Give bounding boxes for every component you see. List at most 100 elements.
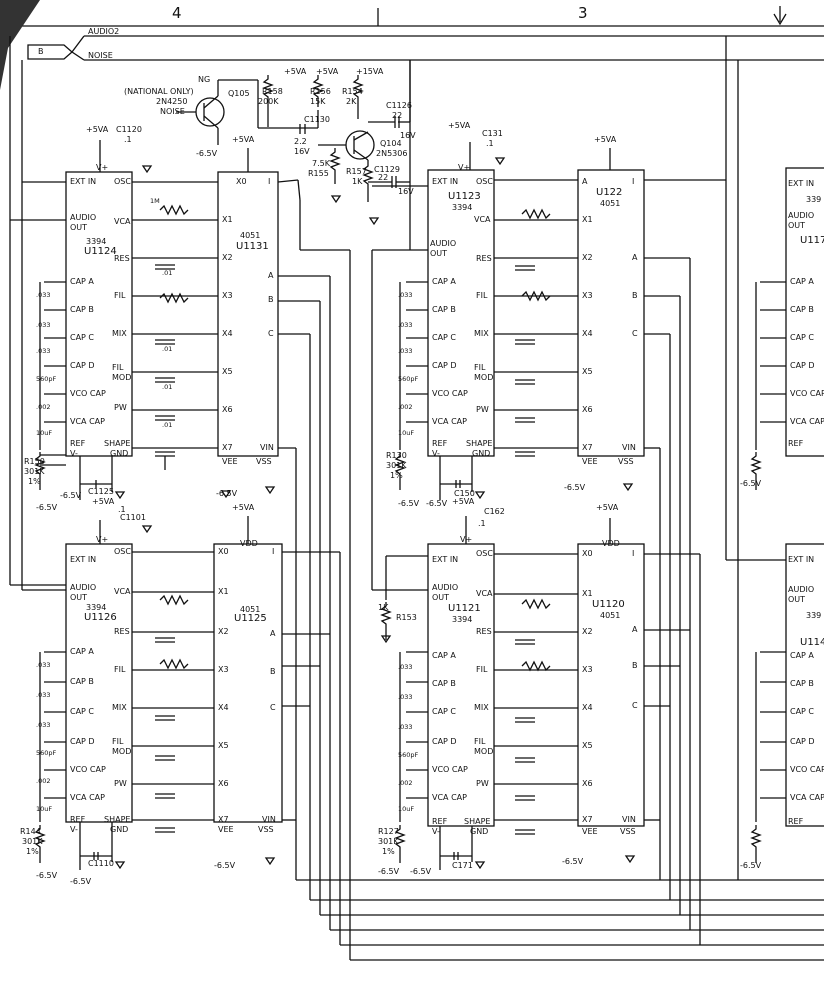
ground-symbols <box>114 157 636 870</box>
rt-top-cap-val: .1 <box>486 139 494 148</box>
edge-vco-cap-b: VCO CAP <box>790 765 824 774</box>
lt-osc: OSC <box>114 177 131 186</box>
rt-out-i: I <box>632 177 635 186</box>
edge-ext-in: EXT IN <box>788 179 815 188</box>
rb-vdd: VDD <box>602 539 620 548</box>
rb-supply: +5VA <box>452 497 475 506</box>
r155-val: 7.5K <box>312 159 330 168</box>
rt-x4: X4 <box>582 329 593 338</box>
rb-fil: FIL <box>476 665 488 674</box>
rb-c033a: .033 <box>398 663 413 671</box>
lt-x5: X5 <box>222 367 233 376</box>
lb-ref: REF <box>70 815 86 824</box>
lb-c033b: .033 <box>36 691 51 699</box>
lt-c01a: .01 <box>162 269 173 277</box>
edge-bot-part: 339 <box>806 611 822 620</box>
lt-top-cap-val: .1 <box>124 135 132 144</box>
rt-supply: +5VA <box>448 121 471 130</box>
lt-vminus: V- <box>70 449 78 458</box>
rt-x7: X7 <box>582 443 593 452</box>
lt-ref: REF <box>70 439 86 448</box>
lb-neg: -6.5V <box>36 871 58 880</box>
u1121-vcf-body <box>427 543 495 827</box>
rt-cap-a: CAP A <box>432 277 456 286</box>
rb-r153-val: 1K <box>378 603 389 612</box>
lb-c560: 560pF <box>36 749 57 757</box>
rt-x6: X6 <box>582 405 593 414</box>
rt-c033c: .033 <box>398 347 413 355</box>
edge-top-ref: U117 <box>800 235 824 246</box>
lb-x5: X5 <box>218 741 229 750</box>
rt-neg-b: -6.5V <box>426 499 448 508</box>
rb-mux-ref: U1120 <box>592 599 625 610</box>
edge-vca-cap: VCA CAP <box>790 417 824 426</box>
rt-out: OUT <box>430 249 448 258</box>
lb-supply: +5VA <box>92 497 115 506</box>
edge-cap-a: CAP A <box>790 277 814 286</box>
lt-mix: MIX <box>112 329 127 338</box>
lt-x4: X4 <box>222 329 233 338</box>
lb-gnd-cap: C1110 <box>88 859 114 868</box>
r157-val: 1K <box>352 177 363 186</box>
edge-cap-d-b: CAP D <box>790 737 815 746</box>
rb-vminus: V- <box>432 827 440 836</box>
lt-cap-b: CAP B <box>70 305 94 314</box>
rb-vee: VEE <box>582 827 598 836</box>
rb-vin: VIN <box>622 815 636 824</box>
rb-c10uf: 10uF <box>398 805 415 813</box>
c1129-val: 22 <box>378 173 389 182</box>
edge-cap-c-b: CAP C <box>790 707 815 716</box>
rb-a: A <box>632 625 638 634</box>
q105-ref-ng: NG <box>198 75 211 84</box>
rt-fil: FIL <box>476 291 488 300</box>
lt-vee: VEE <box>222 457 238 466</box>
rt-vminus: V- <box>432 449 440 458</box>
rt-c033b: .033 <box>398 321 413 329</box>
lt-rref-val: 301K <box>24 467 45 476</box>
c1126-ref: C1126 <box>386 101 412 110</box>
rb-neg: -6.5V <box>378 867 400 876</box>
rt-rref: R130 <box>386 451 407 460</box>
rb-mux-supply: +5VA <box>596 503 619 512</box>
rb-c033c: .033 <box>398 723 413 731</box>
rb-vca-cap: VCA CAP <box>432 793 467 802</box>
lb-fil2: FIL <box>112 737 124 746</box>
lb-vin: VIN <box>262 815 276 824</box>
lt-a: A <box>268 271 274 280</box>
lt-top-cap: C1120 <box>116 125 142 134</box>
lb-mux-part: 4051 <box>240 605 261 614</box>
lb-mux-supply: +5VA <box>232 503 255 512</box>
rt-x5: X5 <box>582 367 593 376</box>
r154-ref: R154 <box>342 87 363 96</box>
lb-c002: .002 <box>36 777 51 785</box>
lt-mux-part: 4051 <box>240 231 261 240</box>
rb-neg-b: -6.5V <box>410 867 432 876</box>
lb-vdd: VDD <box>240 539 258 548</box>
lt-b: B <box>268 295 274 304</box>
lb-c033c: .033 <box>36 721 51 729</box>
edge-vca-cap-b: VCA CAP <box>790 793 824 802</box>
rt-cap-d: CAP D <box>432 361 457 370</box>
lt-vcf-ref: U1124 <box>84 246 117 257</box>
rb-gnd: GND <box>470 827 489 836</box>
rt-vcf-ref: U1123 <box>448 191 481 202</box>
rt-cap-b: CAP B <box>432 305 456 314</box>
edge-audio: AUDIO <box>788 211 815 220</box>
lt-x0: X0 <box>236 177 247 186</box>
lt-vin: VIN <box>260 443 274 452</box>
rb-rref-tol: 1% <box>382 847 395 856</box>
lt-vca-cap: VCA CAP <box>70 417 105 426</box>
lb-rref-tol: 1% <box>26 847 39 856</box>
rt-vcf-part: 3394 <box>452 203 473 212</box>
lb-cap-b: CAP B <box>70 677 94 686</box>
rb-b: B <box>632 661 638 670</box>
lt-x6: X6 <box>222 405 233 414</box>
lb-x7: X7 <box>218 815 229 824</box>
edge-ref: REF <box>788 439 804 448</box>
audio-bus-label: AUDIO2 <box>88 27 120 36</box>
lb-vcf-ref: U1126 <box>84 612 117 623</box>
q105-part: 2N4250 <box>156 97 188 106</box>
rb-x4: X4 <box>582 703 593 712</box>
lb-x4: X4 <box>218 703 229 712</box>
